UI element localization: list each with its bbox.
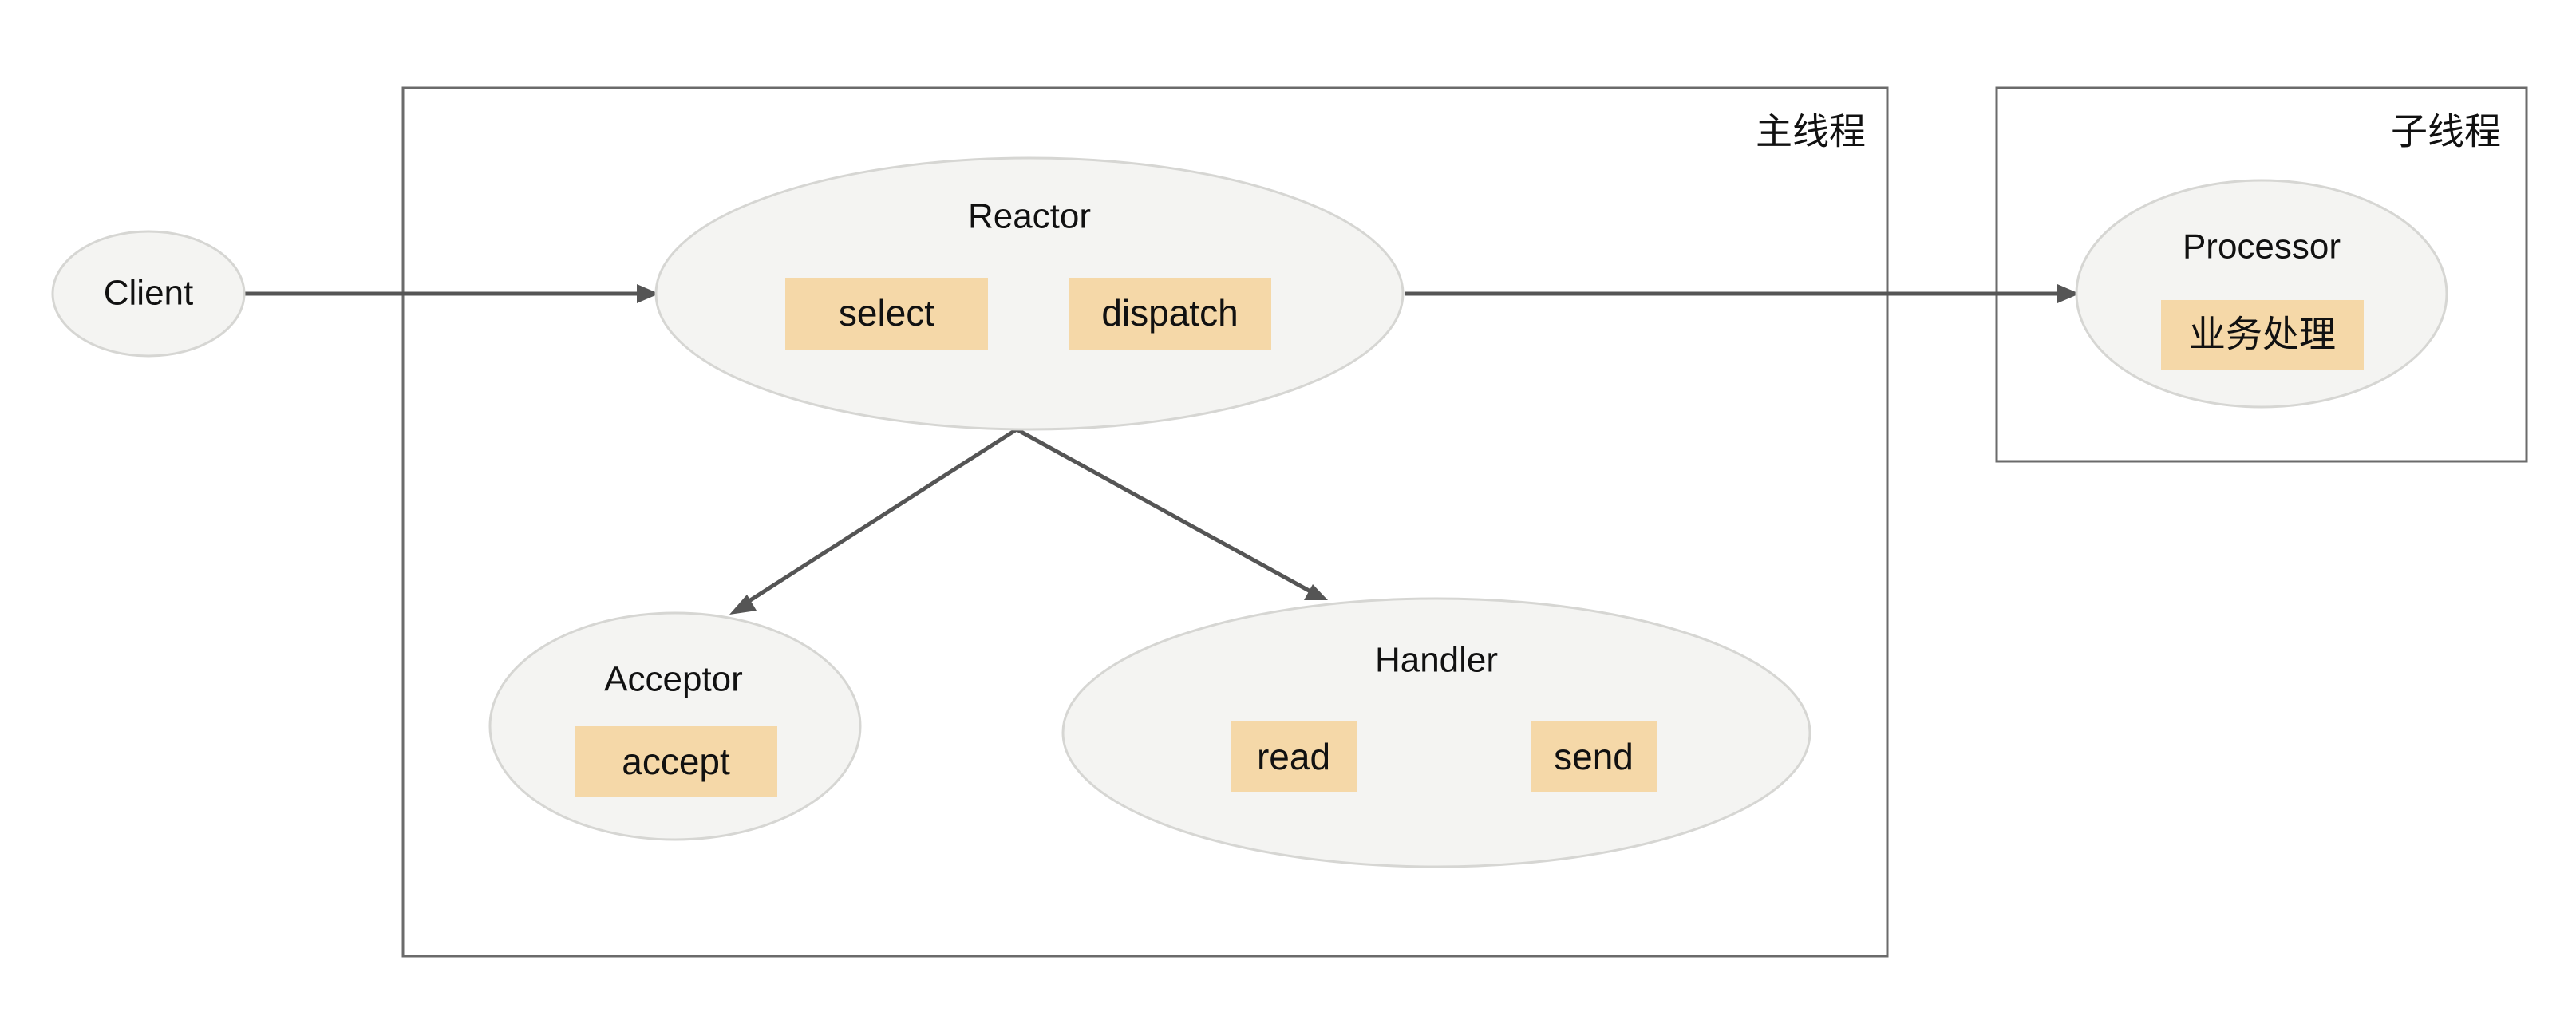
handler-label: Handler bbox=[1375, 641, 1498, 680]
acceptor-chip-accept: accept bbox=[575, 726, 777, 797]
read-label: read bbox=[1257, 736, 1330, 777]
sub-thread-label: 子线程 bbox=[2391, 110, 2501, 153]
edge-reactor-handler bbox=[1015, 427, 1328, 600]
edge-reactor-processor bbox=[1405, 284, 2080, 303]
handler-chip-send: send bbox=[1531, 721, 1657, 792]
main-thread-frame: 主线程 bbox=[401, 86, 1889, 958]
client-label: Client bbox=[104, 274, 194, 313]
processor-chip-business: 业务处理 bbox=[2161, 300, 2364, 370]
acceptor-label: Acceptor bbox=[604, 660, 743, 699]
edge-reactor-acceptor bbox=[729, 427, 1018, 615]
accept-label: accept bbox=[622, 741, 730, 782]
processor-label: Processor bbox=[2183, 227, 2341, 267]
handler-node: Handler read send bbox=[1061, 597, 1811, 868]
send-label: send bbox=[1554, 736, 1634, 777]
business-processing-label: 业务处理 bbox=[2189, 313, 2336, 356]
reactor-chip-select: select bbox=[785, 278, 988, 350]
sub-thread-frame: 子线程 bbox=[1995, 86, 2528, 463]
reactor-node: Reactor select dispatch bbox=[654, 156, 1405, 431]
select-label: select bbox=[839, 292, 934, 334]
edge-client-reactor bbox=[244, 284, 659, 303]
reactor-label: Reactor bbox=[968, 197, 1091, 236]
handler-chip-read: read bbox=[1231, 721, 1357, 792]
reactor-chip-dispatch: dispatch bbox=[1069, 278, 1271, 350]
main-thread-label: 主线程 bbox=[1756, 110, 1866, 153]
dispatch-label: dispatch bbox=[1101, 292, 1238, 334]
processor-node: Processor 业务处理 bbox=[2075, 179, 2448, 409]
client-node: Client bbox=[51, 230, 246, 358]
acceptor-node: Acceptor accept bbox=[488, 611, 862, 841]
